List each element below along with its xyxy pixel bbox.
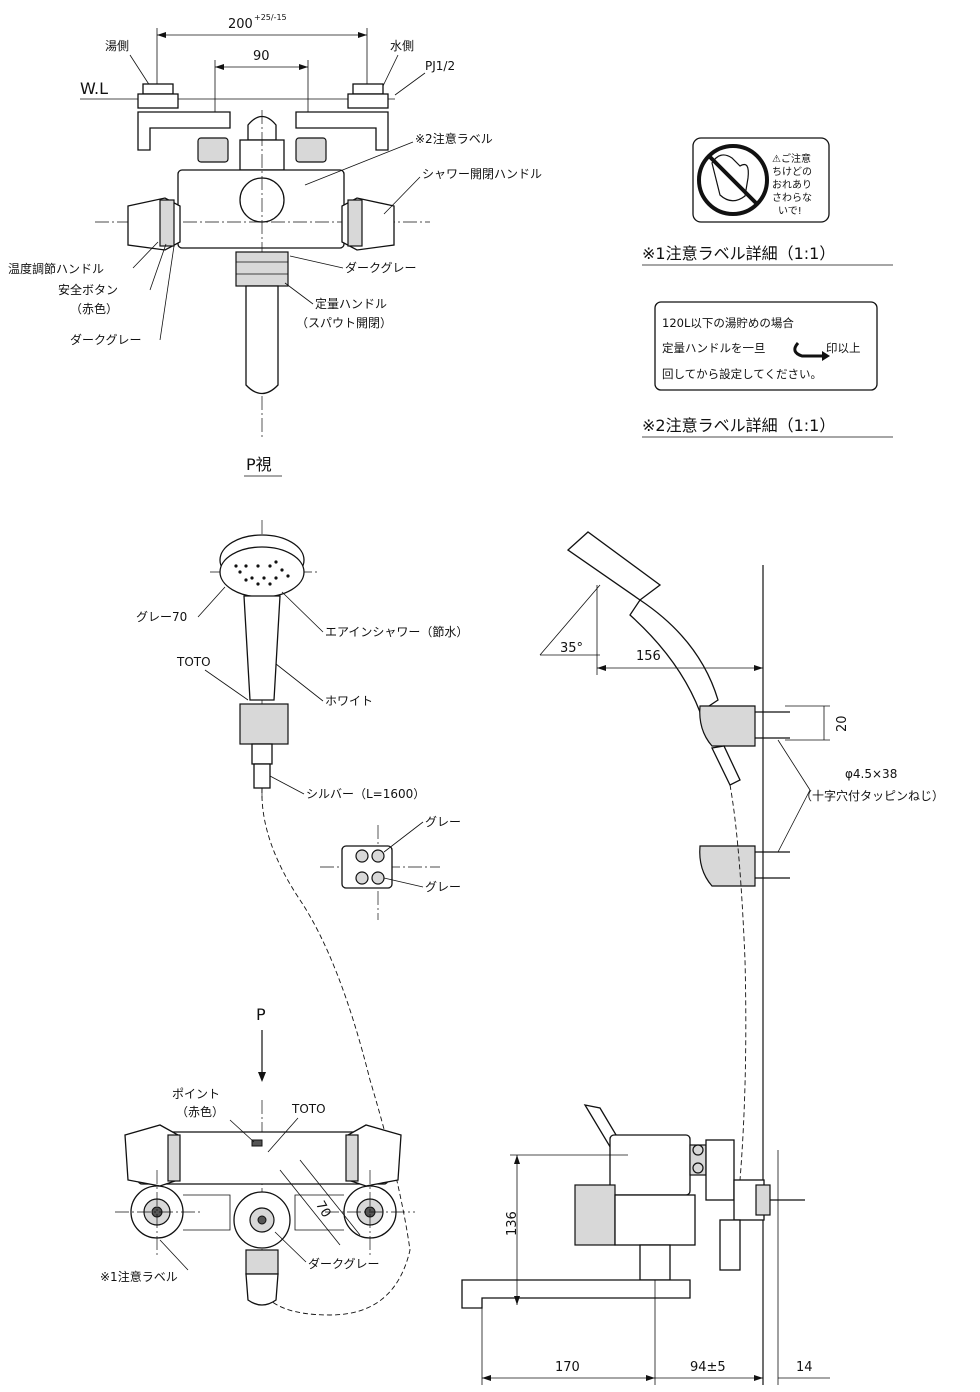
temp-handle-label: 温度調節ハンドル — [8, 261, 104, 276]
label2-line-2: 定量ハンドルを一旦 — [662, 341, 766, 355]
shower-holder: グレー グレー — [320, 815, 461, 920]
dark-grey-left-label: ダークグレー — [70, 332, 142, 347]
holder-grey-top: グレー — [425, 815, 461, 829]
screw-label: φ4.5×38 — [845, 767, 897, 781]
pipe-spec-label: PJ1/2 — [425, 59, 455, 73]
rotate-arrow-icon — [793, 342, 830, 361]
dim-156: 156 — [636, 649, 661, 664]
label2-detail: 120L以下の湯貯めの場合 定量ハンドルを一旦 印以上 回してから設定してくださ… — [642, 301, 893, 438]
holder-grey-bottom: グレー — [425, 880, 461, 894]
dim-20: 20 — [835, 715, 850, 732]
dim-90: 90 — [253, 49, 270, 64]
quantity-handle-sub: （スパウト開閉） — [296, 316, 392, 330]
quantity-handle-label: 定量ハンドル — [315, 296, 387, 311]
dark-grey-right-label: ダークグレー — [345, 260, 417, 275]
dim-35-angle: 35° — [560, 641, 583, 656]
front-view: P ポイント （赤色） TOTO — [100, 1005, 415, 1306]
dim-170: 170 — [555, 1360, 580, 1375]
safety-button-label: 安全ボタン — [58, 282, 118, 297]
dark-grey-front-label: ダークグレー — [308, 1256, 380, 1271]
p-arrow-label: P — [256, 1005, 266, 1024]
hose-label: シルバー（L=1600） — [306, 787, 425, 801]
dim-200: 200 — [228, 17, 253, 32]
dim-70: 70 — [312, 1199, 333, 1221]
point-color: （赤色） — [176, 1105, 224, 1119]
dim-200-tol: +25/-15 — [254, 13, 287, 22]
safety-button-color: （赤色） — [70, 302, 118, 316]
air-in-label: エアインシャワー（節水） — [325, 624, 468, 639]
label2-marker: ※2注意ラベル — [415, 131, 493, 146]
side-view: 20 φ4.5×38 （十字穴付タッピンねじ） 35° 156 — [461, 531, 944, 1385]
label1-caption: ※1注意ラベル詳細（1:1） — [642, 244, 835, 263]
warning-line-3: おれあり — [772, 179, 812, 191]
label2-caption: ※2注意ラベル詳細（1:1） — [642, 416, 835, 435]
point-label: ポイント — [172, 1087, 220, 1101]
label2-line-3: 回してから設定してください。 — [662, 367, 822, 381]
view-p-label: P視 — [246, 455, 272, 474]
shower-handle-label: シャワー開閉ハンドル — [422, 167, 542, 181]
warning-line-5: いで! — [778, 206, 802, 217]
shower-head-front: グレー70 エアインシャワー（節水） TOTO ホワイト シルバー（L=1600… — [136, 520, 468, 801]
white-label: ホワイト — [325, 694, 373, 708]
top-view: 200 +25/-15 90 W.L 湯側 水側 PJ1/2 — [8, 13, 542, 477]
warning-line-1: ⚠ご注意 — [772, 152, 811, 165]
screw-sub-label: （十字穴付タッピンねじ） — [800, 788, 944, 803]
dim-14: 14 — [796, 1360, 813, 1375]
toto-label-head: TOTO — [176, 655, 211, 669]
grey70-label: グレー70 — [136, 610, 187, 624]
wl-label: W.L — [80, 79, 108, 98]
label2-line-2b: 印以上 — [826, 341, 861, 355]
cold-side-label: 水側 — [390, 39, 414, 53]
label1-front-marker: ※1注意ラベル — [100, 1269, 178, 1284]
warning-line-2: ちけどの — [772, 166, 812, 178]
dim-94: 94±5 — [690, 1360, 726, 1375]
label2-line-1: 120L以下の湯貯めの場合 — [662, 316, 794, 330]
toto-label-front: TOTO — [291, 1102, 326, 1116]
hot-side-label: 湯側 — [105, 39, 129, 53]
label1-detail: ⚠ご注意 ちけどの おれあり さわらな いで! ※1注意ラベル詳細（1:1） — [642, 137, 893, 266]
warning-line-4: さわらな — [772, 192, 812, 204]
dim-136: 136 — [505, 1211, 520, 1236]
spray-holes — [234, 560, 290, 586]
